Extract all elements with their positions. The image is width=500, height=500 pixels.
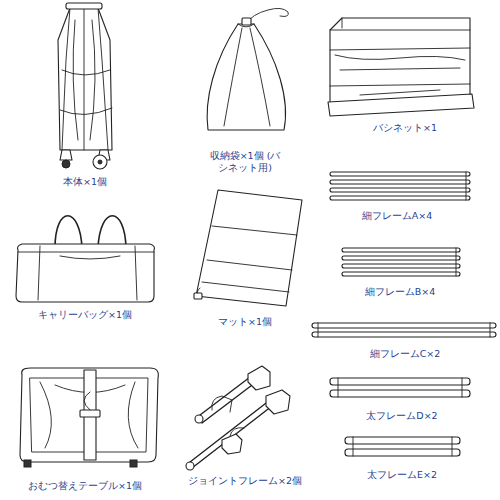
part-label: おむつ替えテーブル×1個 <box>26 480 144 492</box>
thin-frame-b-drawing <box>342 248 460 276</box>
part-label: 収納袋×1個 (バシネット用) <box>204 150 286 174</box>
storage-bag-drawing <box>207 8 288 130</box>
changing-table-drawing <box>20 368 158 467</box>
part-label: マット×1個 <box>216 316 274 328</box>
joint-frame-drawing <box>186 366 290 470</box>
part-label: 本体×1個 <box>61 176 109 188</box>
part-label: 細フレームB×4 <box>363 286 438 298</box>
thin-frame-c-drawing <box>312 323 496 337</box>
part-label: バシネット×1 <box>371 122 439 134</box>
carry-bag-drawing <box>16 216 155 302</box>
mat-drawing <box>194 190 302 306</box>
part-label: 細フレームC×2 <box>368 348 443 360</box>
part-label: ジョイントフレーム×2個 <box>186 475 304 487</box>
bassinet-drawing <box>328 18 474 116</box>
part-label: 太フレームD×2 <box>364 410 439 422</box>
part-label: 細フレームA×4 <box>360 210 435 222</box>
part-label: キャリーバッグ×1個 <box>36 309 134 321</box>
thin-frame-a-drawing <box>330 172 470 200</box>
crib-body-drawing <box>58 3 112 169</box>
part-label: 太フレームE×2 <box>365 469 439 481</box>
thick-frame-d-drawing <box>330 378 470 397</box>
thick-frame-e-drawing <box>345 437 460 456</box>
